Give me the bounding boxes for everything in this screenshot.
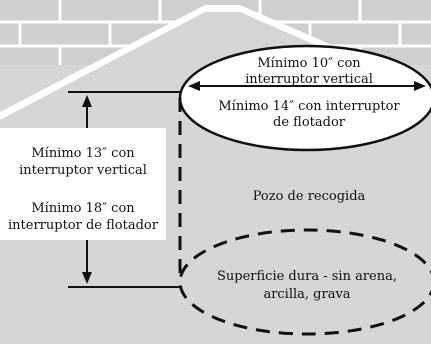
left-vertical-label: Mínimo 13″ con interruptor vertical <box>0 145 166 179</box>
center-label-line1: Pozo de recogida <box>252 189 366 204</box>
bottom-label-line1: Superficie dura - sin arena, <box>216 269 397 284</box>
bottom-label: Superficie dura - sin arena, arcilla, gr… <box>198 268 416 304</box>
top-ellipse-label-line1: Mínimo 10″ con <box>257 56 361 71</box>
bottom-label-line2: arcilla, grava <box>263 287 351 302</box>
left-vertical-label-line1: Mínimo 13″ con <box>31 146 135 161</box>
depth-arrow <box>82 95 92 284</box>
left-float-label: Mínimo 18″ con interruptor de flotador <box>0 200 166 234</box>
pit-bottom-ellipse <box>178 228 431 336</box>
top-ellipse-inner-label-line2: de flotador <box>273 115 345 130</box>
top-ellipse-inner-label-line1: Mínimo 14″ con interruptor <box>218 99 400 114</box>
left-float-label-line1: Mínimo 18″ con <box>31 201 135 216</box>
left-float-label-line2: interruptor de flotador <box>8 218 158 233</box>
top-ellipse-label: Mínimo 10″ con interruptor vertical <box>214 56 404 88</box>
top-ellipse-inner-label: Mínimo 14″ con interruptor de flotador <box>196 99 422 131</box>
width-arrow-vertical-switch <box>188 81 426 91</box>
top-ellipse-label-line2: interruptor vertical <box>245 72 373 87</box>
center-label: Pozo de recogida <box>214 188 404 205</box>
left-vertical-label-line2: interruptor vertical <box>19 163 147 178</box>
left-label-box <box>0 128 166 240</box>
